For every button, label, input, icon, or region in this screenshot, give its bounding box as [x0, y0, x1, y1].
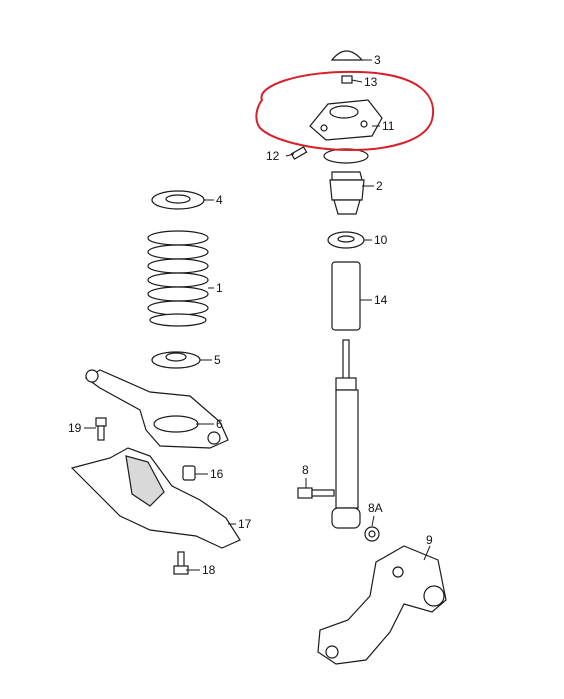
bolt-18 [173, 551, 189, 575]
callout-3: 3 [374, 53, 381, 67]
bump-stop-2 [323, 148, 369, 215]
bolt-12 [290, 146, 308, 160]
callout-2: 2 [376, 179, 383, 193]
leader-lines [84, 59, 431, 571]
protective-sleeve-14 [331, 261, 361, 331]
callout-11: 11 [382, 119, 395, 133]
callout-18: 18 [202, 563, 216, 577]
callout-14: 14 [374, 293, 388, 307]
washer-8a [364, 526, 380, 542]
callout-8: 8 [302, 463, 309, 477]
wheel-bearing-housing-9 [317, 545, 447, 665]
callout-9: 9 [426, 533, 433, 547]
strut-mount-11 [309, 99, 383, 141]
coil-spring [147, 230, 209, 327]
nut-13 [341, 75, 353, 84]
bolt-19 [95, 417, 107, 441]
trailing-arm-bracket [70, 447, 241, 549]
callout-5: 5 [214, 353, 221, 367]
spring-seat-top [151, 190, 205, 210]
callout-10: 10 [374, 233, 388, 247]
spring-seat-10 [327, 231, 365, 249]
callout-1: 1 [216, 281, 223, 295]
callout-12: 12 [266, 149, 280, 163]
dust-cap [330, 50, 364, 61]
callout-17: 17 [238, 517, 252, 531]
bushing-16 [182, 465, 196, 481]
callout-13: 13 [364, 75, 378, 89]
callout-4: 4 [216, 193, 223, 207]
bolt-8 [297, 487, 335, 499]
lower-control-arm [84, 369, 229, 449]
callout-19: 19 [68, 421, 82, 435]
highlight-outline [255, 70, 435, 152]
shock-absorber [331, 339, 361, 529]
callout-16: 16 [210, 467, 224, 481]
callout-6: 6 [216, 417, 223, 431]
spring-seat-bottom [151, 351, 201, 369]
callout-8a: 8A [368, 501, 383, 515]
